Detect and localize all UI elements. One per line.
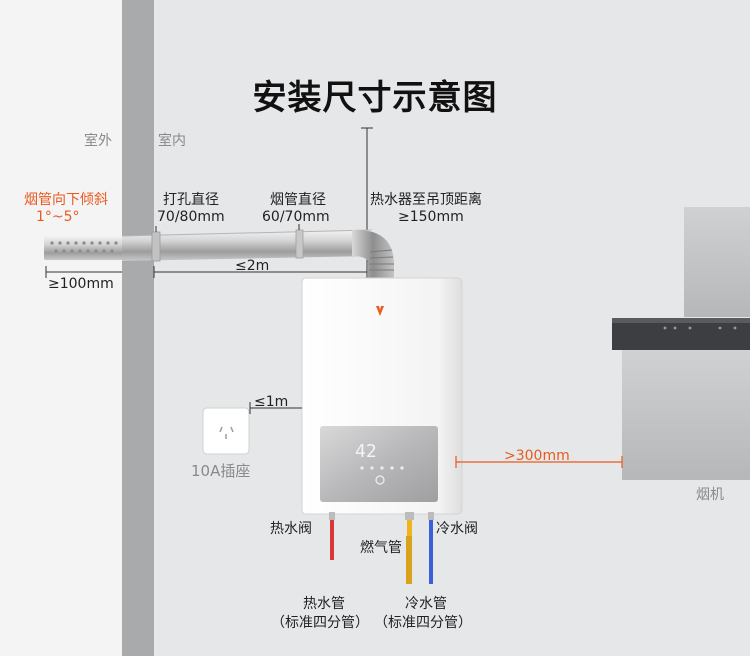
wall (122, 0, 154, 656)
hole-diameter-label: 打孔直径 (163, 192, 219, 208)
hood-distance-value: >300mm (504, 448, 570, 464)
cold-pipe-note: （标准四分管） (374, 615, 472, 631)
pipe-diameter-label: 烟管直径 (270, 192, 326, 208)
heater-display: 42 (355, 441, 377, 462)
ceiling-distance-label: 热水器至吊顶距离 (370, 192, 482, 208)
outdoor-extension-value: ≥100mm (48, 276, 114, 292)
gas-pipe-label: 燃气管 (360, 540, 402, 556)
outdoor-label: 室外 (84, 133, 112, 149)
hot-pipe-label: 热水管 (303, 596, 345, 612)
hot-valve-label: 热水阀 (270, 521, 312, 537)
socket-label: 10A插座 (191, 462, 251, 480)
ceiling-distance-value: ≥150mm (398, 209, 464, 225)
pipe-diameter-value: 60/70mm (262, 209, 330, 225)
hole-diameter-value: 70/80mm (157, 209, 225, 225)
pipe-length-value: ≤2m (235, 258, 270, 274)
indoor-label: 室内 (158, 133, 186, 149)
outdoor-area (0, 0, 122, 656)
cold-pipe-label: 冷水管 (405, 596, 447, 612)
cold-valve-label: 冷水阀 (436, 521, 478, 537)
flue-slope-angle: 1°~5° (36, 209, 80, 225)
page-title: 安装尺寸示意图 (252, 78, 498, 118)
range-hood-label: 烟机 (696, 487, 724, 503)
socket-distance-value: ≤1m (254, 394, 289, 410)
hot-pipe-note: （标准四分管） (271, 615, 369, 631)
flue-slope-label: 烟管向下倾斜 (24, 192, 108, 208)
